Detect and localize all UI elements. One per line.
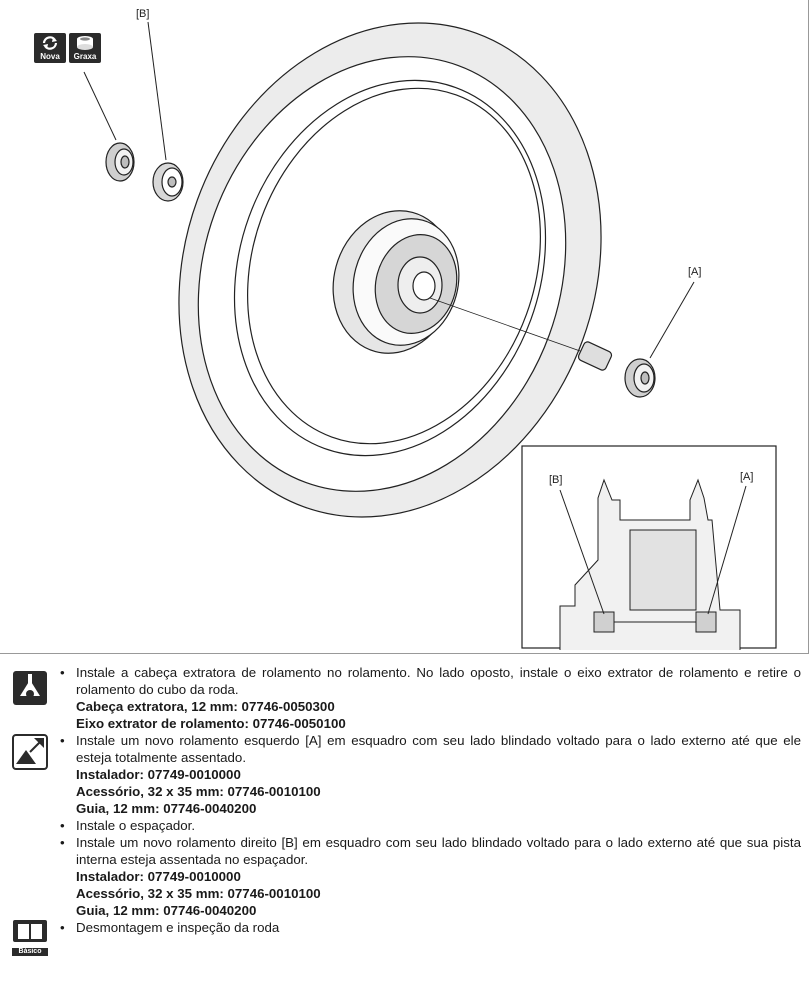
reference-link[interactable]: Desmontagem e inspeção da roda bbox=[76, 920, 280, 935]
label-a-main: [A] bbox=[688, 266, 702, 278]
new-part-badge: Nova bbox=[34, 33, 66, 63]
step-text: Instale a cabeça extratora de rolamento … bbox=[76, 665, 801, 697]
tool-spec: Guia, 12 mm: 07746-0040200 bbox=[76, 801, 257, 816]
tool-spec: Instalador: 07749-0010000 bbox=[76, 767, 241, 782]
label-b-top: [B] bbox=[136, 8, 150, 20]
replace-icon bbox=[42, 36, 58, 50]
tool-spec: Eixo extrator de rolamento: 07746-005010… bbox=[76, 716, 346, 731]
tool-spec: Acessório, 32 x 35 mm: 07746-0010100 bbox=[76, 886, 321, 901]
exploded-diagram: [B] [A] [B] [A] Nova Graxa bbox=[0, 0, 809, 654]
grease-badge-label: Graxa bbox=[73, 52, 97, 61]
tool-spec: Cabeça extratora, 12 mm: 07746-0050300 bbox=[76, 699, 335, 714]
book-icon: Básico bbox=[12, 919, 48, 956]
label-b-inset: [B] bbox=[549, 474, 563, 486]
step-item: • Instale a cabeça extratora de rolament… bbox=[60, 665, 801, 731]
book-icon-label: Básico bbox=[12, 948, 48, 956]
step-text: Instale um novo rolamento direito [B] em… bbox=[76, 835, 801, 867]
step-block-removal: • Instale a cabeça extratora de rolament… bbox=[0, 664, 809, 732]
tool-spec: Guia, 12 mm: 07746-0040200 bbox=[76, 903, 257, 918]
grease-badge: Graxa bbox=[69, 33, 101, 63]
step-block-install: • Instale um novo rolamento esquerdo [A]… bbox=[0, 732, 809, 919]
wheel-drawing bbox=[83, 21, 777, 650]
step-item: • Instale um novo rolamento direito [B] … bbox=[60, 835, 801, 918]
procedure-steps: • Instale a cabeça extratora de rolament… bbox=[0, 664, 809, 956]
step-item: • Instale o espaçador. bbox=[60, 817, 809, 834]
step-item: • Instale um novo rolamento esquerdo [A]… bbox=[60, 733, 801, 816]
new-badge-label: Nova bbox=[40, 52, 60, 61]
label-a-inset: [A] bbox=[740, 471, 754, 483]
tool-spec: Instalador: 07749-0010000 bbox=[76, 869, 241, 884]
symbol-badges: Nova Graxa bbox=[34, 33, 101, 63]
bearing-removal-icon bbox=[13, 671, 47, 705]
grease-icon bbox=[77, 36, 93, 50]
bearing-install-icon bbox=[12, 734, 48, 770]
step-text: Instale o espaçador. bbox=[76, 818, 196, 833]
step-text: Instale um novo rolamento esquerdo [A] e… bbox=[76, 733, 801, 765]
step-item[interactable]: • Desmontagem e inspeção da roda bbox=[60, 919, 809, 936]
tool-spec: Acessório, 32 x 35 mm: 07746-0010100 bbox=[76, 784, 321, 799]
step-block-reference: Básico • Desmontagem e inspeção da roda bbox=[0, 919, 809, 956]
